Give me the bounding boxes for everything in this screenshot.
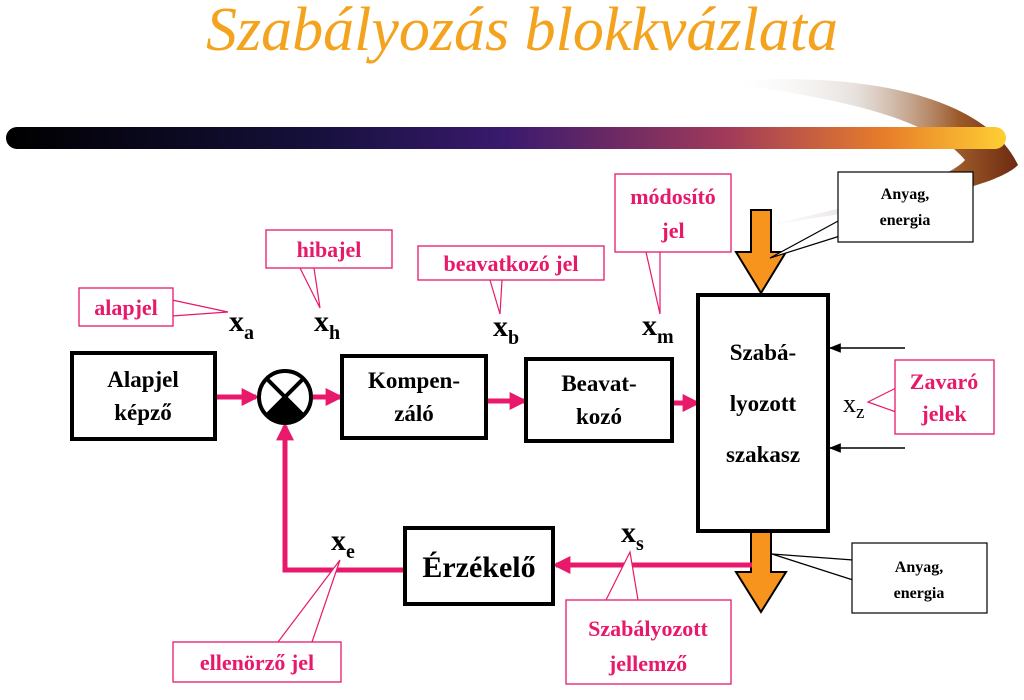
callout-szabalyozott-jellemzo: Szabályozott jellemző xyxy=(565,550,732,685)
callout-modosito-jel: módosító jel xyxy=(614,173,732,315)
callout-bottom-line2: energia xyxy=(894,585,945,602)
block-kompenzalo: Kompen- záló xyxy=(340,354,488,440)
callout-zavaro-line2: jelek xyxy=(920,401,967,426)
block-beavatkozo: Beavat- kozó xyxy=(524,357,674,443)
callout-anyag-energia-bottom: Anyag, energia xyxy=(771,542,988,614)
line-feedback xyxy=(276,422,404,573)
signal-xh: xh xyxy=(314,305,340,344)
block-kompenzalo-line2: záló xyxy=(394,401,434,426)
material-output-arrow xyxy=(734,529,788,614)
callout-top-line2: energia xyxy=(880,212,931,229)
callout-zavaro-line1: Zavaró xyxy=(910,369,978,394)
callout-modosito-line2: jel xyxy=(660,218,684,243)
callout-beavatkozo-jel-text: beavatkozó jel xyxy=(443,251,578,276)
signal-xm: xm xyxy=(642,309,674,348)
callout-alapjel: alapjel xyxy=(78,287,229,327)
block-beavatkozo-line2: kozó xyxy=(576,404,622,429)
callout-bottom-line1: Anyag, xyxy=(895,559,943,576)
block-szakasz-line2: lyozott xyxy=(730,391,797,416)
signal-xb: xb xyxy=(493,310,519,349)
block-szakasz-line1: Szabá- xyxy=(730,340,796,365)
callout-alapjel-text: alapjel xyxy=(94,295,158,320)
block-beavatkozo-line1: Beavat- xyxy=(561,371,636,396)
signal-xa: xa xyxy=(229,305,254,344)
signal-xz: xz xyxy=(843,389,864,423)
signal-xe: xe xyxy=(331,524,355,563)
callout-ellenorzo-text: ellenörző jel xyxy=(200,650,314,675)
block-alapjel-kepzo-line2: képző xyxy=(114,400,172,425)
block-erzekelo-label: Érzékelő xyxy=(422,551,535,584)
header-bar xyxy=(6,127,1006,149)
callout-top-line1: Anyag, xyxy=(881,186,929,203)
callout-modosito-line1: módosító xyxy=(630,184,716,209)
block-alapjel-kepzo-line1: Alapjel xyxy=(107,367,179,392)
signal-xs: xs xyxy=(621,516,644,555)
callout-hibajel: hibajel xyxy=(265,229,393,309)
page-title: Szabályozás blokkvázlata xyxy=(206,0,838,64)
block-erzekelo: Érzékelő xyxy=(403,526,555,606)
summing-junction xyxy=(257,369,313,425)
callout-zavaro-jelek: Zavaró jelek xyxy=(866,359,995,435)
block-alapjel-kepzo: Alapjel képző xyxy=(70,351,217,441)
block-kompenzalo-line1: Kompen- xyxy=(368,368,460,393)
block-szabalyozott-szakasz: Szabá- lyozott szakasz xyxy=(696,293,830,533)
material-input-arrow xyxy=(734,209,788,295)
callout-ellenorzo-jel: ellenörző jel xyxy=(172,559,342,683)
callout-szabalyozott-line2: jellemző xyxy=(608,651,687,676)
callout-beavatkozo-jel: beavatkozó jel xyxy=(417,245,605,315)
callout-szabalyozott-line1: Szabályozott xyxy=(588,616,708,641)
callout-anyag-energia-top: Anyag, energia xyxy=(769,171,974,259)
callout-hibajel-text: hibajel xyxy=(297,237,362,262)
block-szakasz-line3: szakasz xyxy=(726,442,800,467)
